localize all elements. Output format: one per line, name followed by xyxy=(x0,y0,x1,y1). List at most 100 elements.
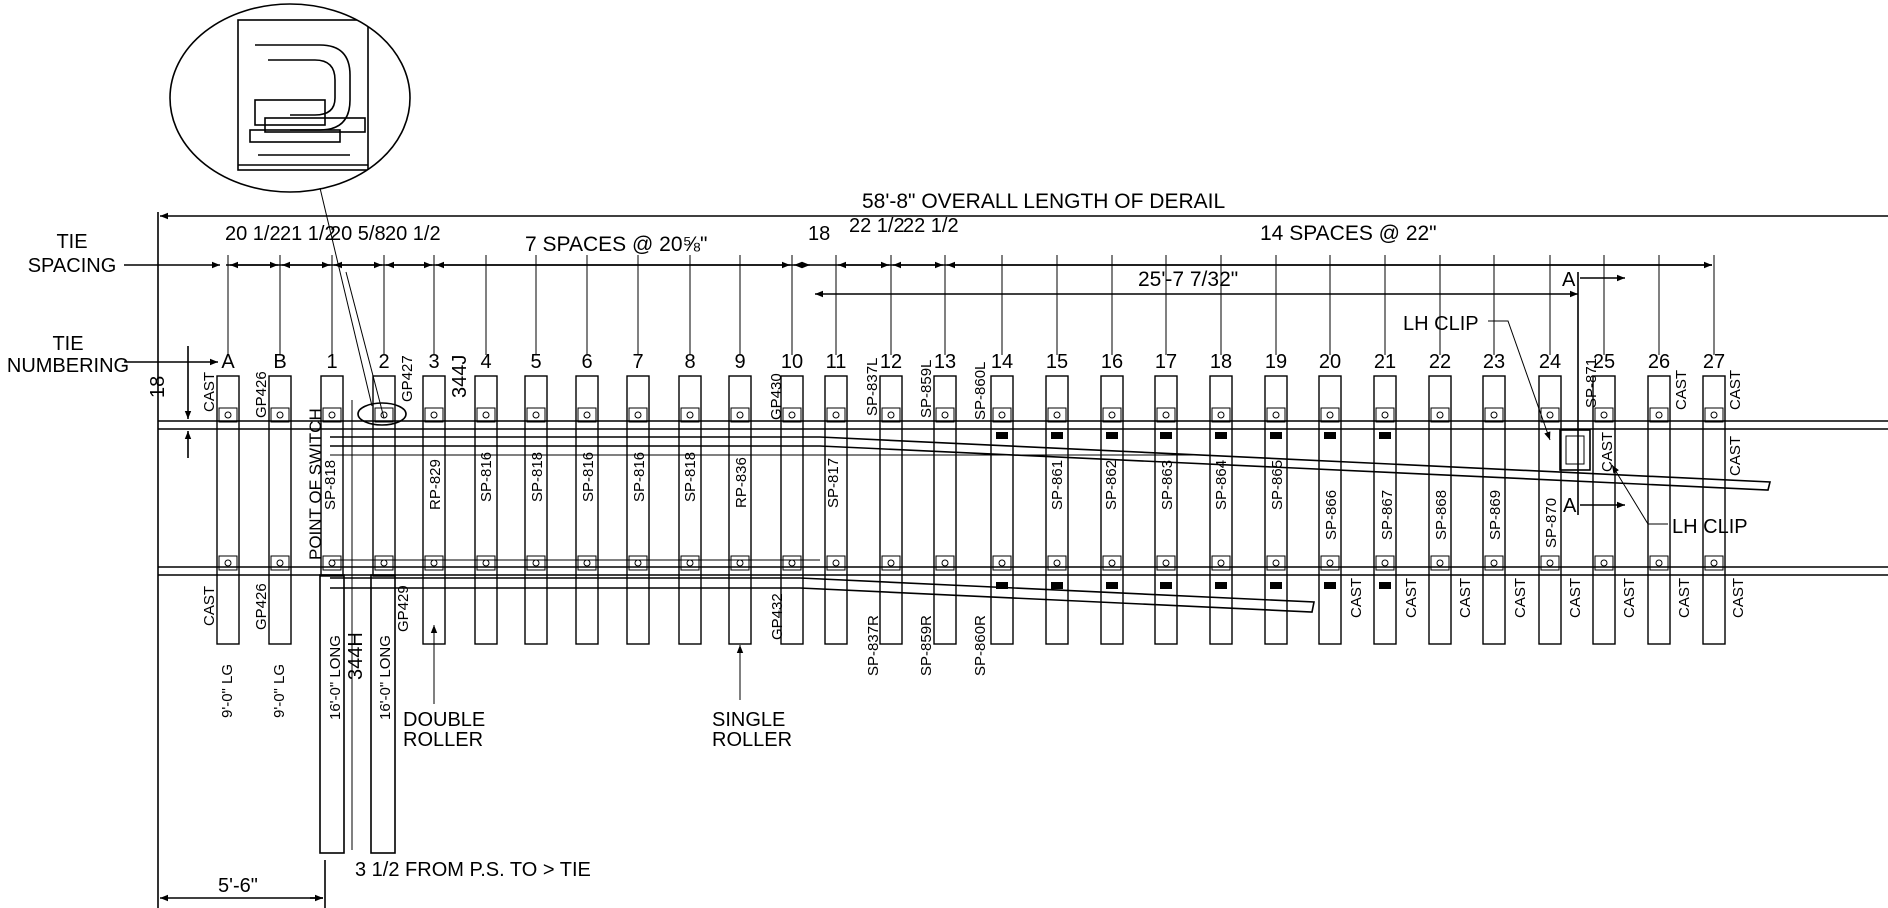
tie-number-17: 17 xyxy=(1155,351,1177,373)
tie-23 xyxy=(1482,375,1506,645)
part-label-sp861: SP-861 xyxy=(1049,460,1066,510)
ps-note: 3 1/2 FROM P.S. TO > TIE xyxy=(355,859,591,881)
tie-number-2: 2 xyxy=(378,351,389,373)
tie-10 xyxy=(780,375,804,645)
part-label-j344: 344J xyxy=(449,355,471,398)
tie-18 xyxy=(1209,375,1233,645)
section-a-top: A xyxy=(1562,269,1576,291)
part-label-gp429: GP429 xyxy=(395,585,412,632)
part-label-sp816c: SP-816 xyxy=(631,452,648,502)
tie-number-3: 3 xyxy=(428,351,439,373)
tie-number-A: A xyxy=(221,351,235,373)
dim-18-label: 18 xyxy=(147,376,169,398)
part-label-sp816b: SP-816 xyxy=(580,452,597,502)
part-label-cast-25-mid: CAST xyxy=(1599,432,1616,472)
spacing-22a: 22 1/2 xyxy=(849,215,905,237)
part-label-cast-b25: CAST xyxy=(1621,578,1638,618)
tie-19 xyxy=(1264,375,1288,645)
tie-B xyxy=(268,375,292,645)
tie-number-9: 9 xyxy=(734,351,745,373)
tie-number-26: 26 xyxy=(1648,351,1670,373)
tie-number-6: 6 xyxy=(581,351,592,373)
dimension-25ft: 25'-7 7/32" xyxy=(1138,268,1238,291)
part-label-long1: 16'-0" LONG xyxy=(327,635,344,720)
part-label-cast-27: CAST xyxy=(1727,370,1744,410)
dim-18: 18 xyxy=(147,346,192,458)
part-label-cast-top-a: CAST xyxy=(201,372,218,412)
derail-point-rail xyxy=(330,436,1772,491)
tie-9 xyxy=(728,375,752,645)
tie-4 xyxy=(474,375,498,645)
section-a-bottom: A xyxy=(1563,495,1577,517)
tie-spacing-dimensions: TIE SPACING 20 1/2 21 1/2 20 5/8 20 1/2 … xyxy=(28,215,1715,419)
tie-11 xyxy=(824,375,848,645)
tie-number-4: 4 xyxy=(480,351,491,373)
bottom-dimensions: 5'-6" 3 1/2 FROM P.S. TO > TIE xyxy=(160,859,591,908)
long-ties xyxy=(319,400,396,854)
tie-16 xyxy=(1100,375,1124,645)
spacing-seven: 7 SPACES @ 20⅝" xyxy=(525,233,707,256)
dim-5-6: 5'-6" xyxy=(218,875,258,897)
part-label-h344: 344H xyxy=(345,632,367,680)
double-roller-1: DOUBLE xyxy=(403,709,485,731)
overall-dimension: 58'-8" OVERALL LENGTH OF DERAIL xyxy=(157,190,1888,908)
lh-clip-top: LH CLIP xyxy=(1403,313,1479,335)
part-label-sp818b: SP-818 xyxy=(529,452,546,502)
double-roller-2: ROLLER xyxy=(403,729,483,751)
roller-callouts: DOUBLE ROLLER SINGLE ROLLER xyxy=(403,625,792,751)
tie-6 xyxy=(575,375,599,645)
part-label-rp829: RP-829 xyxy=(427,459,444,510)
tie-number-B: B xyxy=(273,351,286,373)
tie-number-24: 24 xyxy=(1539,351,1561,373)
part-label-sp816a: SP-816 xyxy=(478,452,495,502)
part-label-lg-a: 9'-0" LG xyxy=(219,664,236,718)
part-label-sp869: SP-869 xyxy=(1487,490,1504,540)
single-roller-2: ROLLER xyxy=(712,729,792,751)
tie-26 xyxy=(1647,375,1671,645)
tie-number-12: 12 xyxy=(880,351,902,373)
part-label-sp868: SP-868 xyxy=(1433,490,1450,540)
clip-assembly xyxy=(1559,429,1591,471)
tie-number-19: 19 xyxy=(1265,351,1287,373)
tie-25 xyxy=(1592,375,1616,645)
tie-number-13: 13 xyxy=(934,351,956,373)
tie-number-22: 22 xyxy=(1429,351,1451,373)
tie-14 xyxy=(990,375,1014,645)
tie-17 xyxy=(1154,375,1178,645)
tie-number-8: 8 xyxy=(684,351,695,373)
spacing-s2: 21 1/2 xyxy=(280,223,336,245)
section-markers: A A xyxy=(1562,269,1625,517)
tie-number-1: 1 xyxy=(326,351,337,373)
tie-spacing-label-2: SPACING xyxy=(28,255,117,277)
spacing-s1: 20 1/2 xyxy=(225,223,281,245)
tie-7 xyxy=(626,375,650,645)
part-label-sp859r: SP-859R xyxy=(918,615,935,676)
rails xyxy=(158,420,1888,613)
tie-13 xyxy=(933,375,957,645)
part-label-sp862: SP-862 xyxy=(1103,460,1120,510)
tie-spacing-label-1: TIE xyxy=(56,231,87,253)
lh-clip-right: LH CLIP xyxy=(1672,516,1748,538)
tie-number-21: 21 xyxy=(1374,351,1396,373)
tie-number-16: 16 xyxy=(1101,351,1123,373)
tie-number-27: 27 xyxy=(1703,351,1725,373)
tie-2 xyxy=(372,375,396,577)
single-roller-1: SINGLE xyxy=(712,709,785,731)
part-label-gp430: GP430 xyxy=(768,373,785,420)
tie-number-20: 20 xyxy=(1319,351,1341,373)
part-label-sp837r: SP-837R xyxy=(865,615,882,676)
tie-numbering-label-2: NUMBERING xyxy=(7,355,129,377)
spacing-s4: 20 1/2 xyxy=(385,223,441,245)
closure-rail xyxy=(330,577,1315,613)
part-label-sp818a: SP-818 xyxy=(322,460,339,510)
part-label-sp818c: SP-818 xyxy=(682,452,699,502)
tie-number-14: 14 xyxy=(991,351,1013,373)
tie-number-11: 11 xyxy=(826,351,847,373)
ties xyxy=(216,375,1726,645)
tie-12 xyxy=(879,375,903,645)
part-label-cast-27-mid: CAST xyxy=(1727,436,1744,476)
part-label-cast-26: CAST xyxy=(1673,370,1690,410)
part-label-sp867: SP-867 xyxy=(1379,490,1396,540)
